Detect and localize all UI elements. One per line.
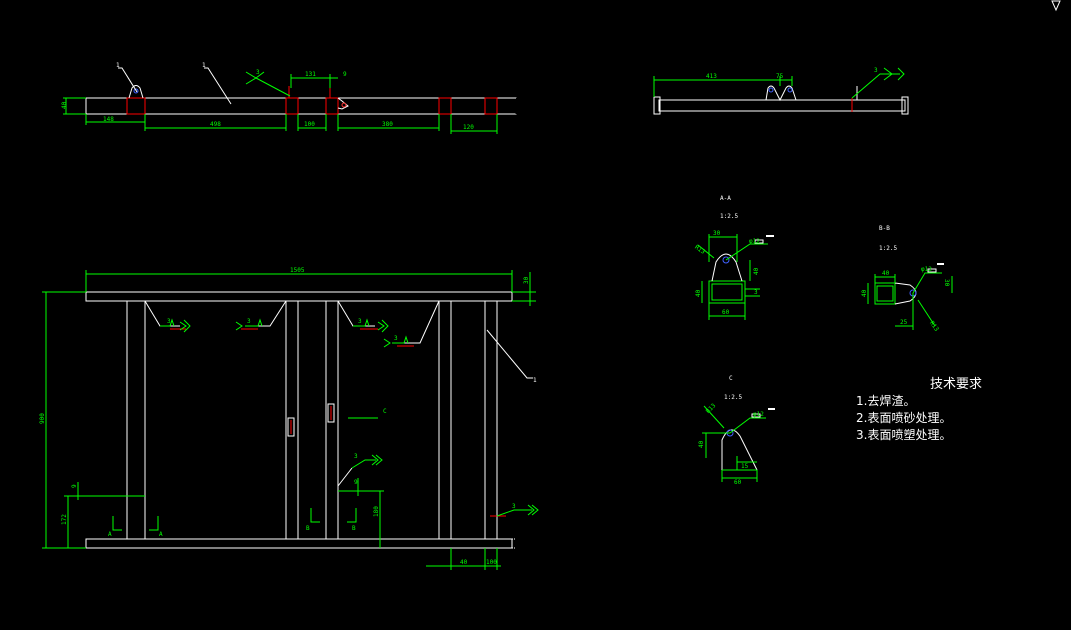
dim-text: φ12	[753, 411, 764, 418]
dim-text: 900	[39, 413, 46, 424]
dim-text: 180	[373, 506, 380, 517]
hole	[133, 88, 139, 94]
dim-text: R13	[693, 244, 706, 256]
dim-text: 30	[523, 276, 530, 284]
ear-plate	[128, 85, 144, 99]
dim-text: R13	[705, 402, 718, 415]
section-label: A	[108, 531, 112, 538]
post	[285, 300, 299, 540]
dim-text: 40	[61, 101, 68, 109]
side-view-rail	[658, 99, 906, 112]
section-c	[702, 405, 775, 482]
technical-requirements: 技术要求 1.去焊渣。 2.表面喷砂处理。 3.表面喷塑处理。	[856, 376, 982, 444]
section-scale: 1:2.5	[879, 245, 897, 252]
tech-requirement-item: 3.表面喷塑处理。	[856, 428, 952, 442]
dim-text: 498	[210, 121, 221, 128]
weld-symbol: 3	[247, 318, 251, 325]
weld-symbol: 3	[256, 69, 260, 76]
dim-text: φ12	[921, 266, 932, 273]
part-callout: 1	[116, 62, 120, 69]
tech-requirements-title: 技术要求	[930, 377, 983, 392]
dim-text: 25	[900, 319, 908, 326]
dim-text: φ12	[749, 238, 760, 245]
tech-requirement-item: 2.表面喷砂处理。	[856, 411, 952, 425]
part-callout: 1	[202, 62, 206, 69]
post-block	[438, 97, 452, 115]
weld-symbol: 3	[394, 335, 398, 342]
section-label: B	[352, 525, 356, 532]
top-view-text: 40 148 498 100 380 120 131 9 3 1 1	[61, 62, 474, 131]
dim-text: 172	[61, 514, 68, 525]
section-title: C	[729, 375, 733, 382]
post-block	[325, 97, 339, 115]
section-aa	[697, 234, 774, 320]
weld-symbol: 3	[354, 453, 358, 460]
dim-text: 3	[754, 289, 758, 296]
weld-symbol: 3	[874, 67, 878, 74]
section-bb	[867, 263, 953, 330]
dim-text: 148	[103, 116, 114, 123]
top-beam	[85, 291, 513, 302]
top-view	[63, 67, 517, 134]
section-label: A	[159, 531, 163, 538]
section-title: B-B	[879, 225, 890, 232]
dim-text: 75	[776, 73, 784, 80]
section-scale: 1:2.5	[724, 394, 742, 401]
dim-text: 1505	[290, 267, 305, 274]
dim-text: 120	[463, 124, 474, 131]
weld-symbol: 3	[358, 318, 362, 325]
dim-text: 40	[695, 289, 702, 297]
post	[484, 300, 498, 540]
front-view-text: 1505 30 900 9 172 180 9 40 100 3 3 3 3 3…	[39, 267, 537, 566]
dim-text: 100	[304, 121, 315, 128]
post	[325, 300, 339, 540]
post-block	[126, 97, 146, 115]
dim-text: 30	[943, 279, 950, 287]
dim-text: 100	[486, 559, 497, 566]
section-title: A-A	[720, 195, 731, 202]
section-label: B	[306, 525, 310, 532]
dim-text: 40	[460, 559, 468, 566]
dim-text: 30	[713, 230, 721, 237]
post	[126, 300, 146, 540]
dim-text: 380	[382, 121, 393, 128]
section-aa-text: A-A 1:2.5 30 R13 φ12 40 40 60 3	[693, 195, 760, 316]
cursor-marker-icon	[1051, 0, 1061, 12]
dim-text: R13	[928, 320, 940, 333]
post-block	[285, 97, 299, 115]
section-label: C	[383, 408, 387, 415]
dim-text: 15	[741, 463, 749, 470]
section-scale: 1:2.5	[720, 213, 738, 220]
weld-symbol: 3	[167, 318, 171, 325]
dim-text: 131	[305, 71, 316, 78]
dim-text: 9	[71, 484, 78, 488]
side-view	[653, 67, 909, 115]
dim-text: 9	[354, 479, 358, 486]
bottom-beam	[85, 538, 513, 549]
section-bb-text: B-B 1:2.5 40 φ12 40 30 25 R13	[861, 225, 950, 333]
weld-symbol: 3	[512, 503, 516, 510]
ear-plate	[337, 97, 349, 110]
hole	[341, 102, 347, 108]
dim-text: 40	[753, 267, 760, 275]
dim-text: 9	[343, 71, 347, 78]
dim-text: 40	[698, 440, 705, 448]
dim-text: 60	[722, 309, 730, 316]
front-view	[42, 270, 539, 570]
dim-text: 40	[861, 289, 868, 297]
dim-text: 60	[734, 479, 742, 486]
post	[438, 300, 452, 540]
tech-requirement-item: 1.去焊渣。	[856, 394, 916, 408]
side-view-text: 413 75 3	[706, 67, 878, 80]
part-callout: 1	[533, 377, 537, 384]
post-block	[484, 97, 498, 115]
dim-text: 413	[706, 73, 717, 80]
dim-text: 40	[882, 270, 890, 277]
